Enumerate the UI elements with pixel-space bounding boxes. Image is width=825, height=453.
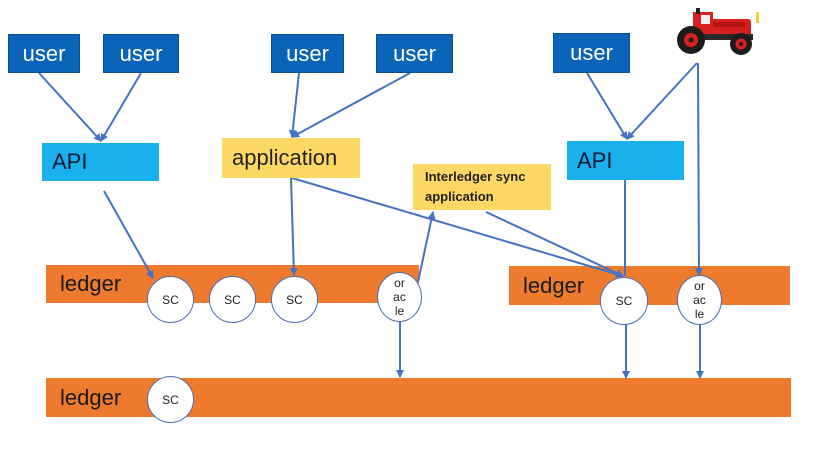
arrow-user4-app (291, 72, 411, 138)
sync-label-line1: Interledger sync (425, 169, 526, 184)
user-label: user (286, 40, 329, 66)
arrow-app-sc3 (289, 177, 298, 276)
sc-circle-3: SC (271, 276, 318, 323)
sc-label: SC (162, 292, 179, 307)
sync-label-line2: application (425, 189, 494, 204)
user-label: user (22, 40, 66, 66)
user-label: user (570, 40, 613, 65)
user-box-4: user (376, 34, 453, 73)
arrow-user3-app (288, 72, 300, 138)
api-box-left: API (42, 143, 159, 181)
api-label: API (52, 149, 88, 174)
sc-label: SC (162, 392, 179, 407)
user-box-3: user (271, 34, 344, 73)
sc-circle-bottom: SC (147, 376, 194, 423)
application-box: application (222, 138, 360, 178)
ledger-top-left-label: ledger (60, 271, 122, 296)
api-label: API (577, 147, 613, 173)
arrow-user1-api (38, 72, 102, 142)
sc-circle-2: SC (209, 276, 256, 323)
oracle-label-1: or (394, 276, 405, 290)
oracle-label-3: le (394, 304, 405, 318)
ledger-bottom-label: ledger (60, 384, 122, 410)
sc-label: SC (286, 292, 303, 307)
oracle-circle-left: or ac le (377, 272, 422, 322)
arrow-user5-api (586, 72, 628, 140)
sc-label: SC (224, 292, 241, 307)
user-box-1: user (8, 34, 80, 73)
user-box-2: user (103, 34, 179, 73)
sc-label: SC (615, 294, 633, 308)
sc-circle-1: SC (147, 276, 194, 323)
oracle-label-1: or (694, 279, 705, 293)
ledger-top-right-label: ledger (523, 272, 585, 298)
user-label: user (119, 40, 163, 66)
oracle-label-2: ac (693, 293, 706, 307)
arrow-app-sc-right (291, 177, 624, 278)
oracle-circle-right: or ac le (677, 275, 722, 325)
arrow-tractor-api (626, 62, 698, 140)
user-box-5: user (553, 33, 630, 73)
sc-circle-right: SC (600, 277, 648, 325)
arrow-tractor-oracle (694, 62, 703, 276)
arrow-api-sc1 (103, 190, 154, 279)
arrow-user2-api (100, 72, 142, 142)
api-box-right: API (567, 141, 684, 180)
arrow-sync-sc-right (485, 211, 624, 277)
interledger-sync-box: Interledger sync application (413, 164, 551, 210)
tractor-icon (677, 8, 759, 55)
arrow-oracle-sync (417, 211, 436, 283)
ledger-top-right: ledger (509, 266, 790, 305)
user-label: user (393, 40, 436, 66)
oracle-label-2: ac (393, 290, 406, 304)
application-label: application (232, 145, 338, 170)
oracle-label-3: le (694, 307, 705, 321)
